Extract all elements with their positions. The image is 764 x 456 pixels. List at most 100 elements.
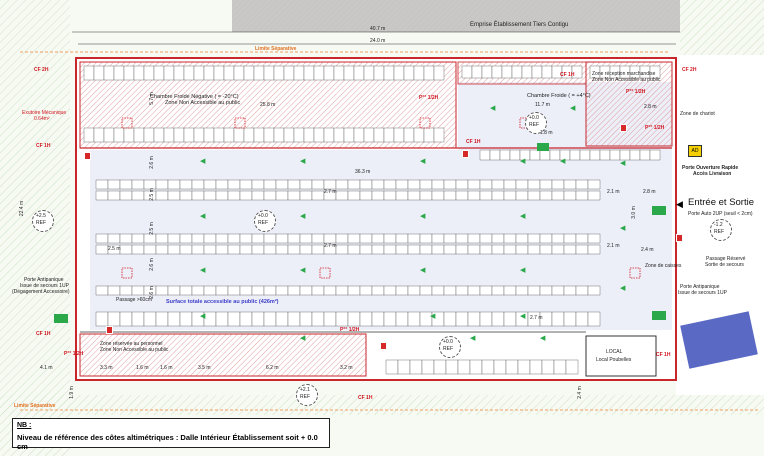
shelf-unit [155,190,169,201]
limite-separative-bottom: Limite Séparative [14,403,56,409]
cf1h-bottom: CF 1H [358,395,373,401]
shelf-unit [287,179,301,190]
shelf-unit [287,190,301,201]
pcf-1: P°° 1/2H [419,95,439,101]
flow-arrow-icon: ◀ [620,285,626,292]
pcf-4: P°° 1/2H [340,327,360,333]
shelf-unit [323,285,337,296]
shelf-unit [563,285,577,296]
shelf-unit [563,311,577,327]
shelf-unit [143,233,157,244]
porte-rapide-label: Porte Ouverture Rapide [682,165,739,171]
shelf-unit [215,311,229,327]
flow-arrow-icon: ◀ [470,335,476,342]
shelf-unit [515,233,529,244]
cold-rack [193,65,205,81]
shelf-unit [457,359,471,375]
zone-personnel-label: Zone réservée au personnel [100,341,163,347]
shelf-unit [431,233,445,244]
cold-rack [343,127,355,143]
entree-sortie-label: Entrée et Sortie [688,197,755,208]
shelf-unit [227,190,241,201]
flow-arrow-icon: ◀ [520,158,526,165]
ref-bottom-tag: REF [443,346,453,352]
shelf-unit [395,285,409,296]
acces-livraison-label: Accès Livraison [693,171,732,177]
shelf-unit [179,311,193,327]
cold-rack [353,127,365,143]
cold-rack [233,127,245,143]
local-poubelles-label: Local Poubelles [596,357,632,363]
shelf-unit [275,190,289,201]
cold-rack [571,65,583,79]
shelf-unit [467,233,481,244]
dim-11-7: 11.7 m [535,102,550,108]
ref-left-value: +2.5 [36,213,46,219]
shelf-unit [119,311,133,327]
cold-rack [313,65,325,81]
shelf-unit [491,233,505,244]
shelf-unit [359,311,373,327]
shelf-unit [553,359,567,375]
shelf-unit [515,244,529,255]
cold-rack [103,65,115,81]
cold-rack [283,127,295,143]
shelf-unit [215,244,229,255]
shelf-unit [563,233,577,244]
shelf-unit [95,190,109,201]
ad-sign-icon: AD [688,145,702,157]
shelf-unit [95,311,109,327]
shelf-unit [311,244,325,255]
flow-arrow-icon: ◀ [200,158,206,165]
shelf-unit [575,179,589,190]
shelf-unit [95,233,109,244]
shelf-unit [407,190,421,201]
shelf-unit [239,233,253,244]
shelf-unit [155,233,169,244]
shelf-unit [155,244,169,255]
shelf-unit [467,179,481,190]
cold-rack [163,127,175,143]
cold-rack [481,65,493,79]
dim-3-5: 3.5 m [198,365,211,371]
shelf-unit [443,179,457,190]
flow-arrow-icon: ◀ [420,213,426,220]
shelf-unit [359,285,373,296]
shelf-unit [287,285,301,296]
shelf-unit [263,190,277,201]
cold-rack [433,127,445,143]
shelf-unit [527,179,541,190]
shelf-unit [335,233,349,244]
cold-rack [363,127,375,143]
cf1h-right: CF 1H [656,352,671,358]
shelf-unit [455,233,469,244]
cold-rack [649,65,661,79]
shelf-unit [527,285,541,296]
ref-top-tag: REF [529,122,539,128]
shelf-unit [215,190,229,201]
shelf-unit [347,179,361,190]
flow-arrow-icon: ◀ [430,313,436,320]
shelf-unit [95,285,109,296]
cold-rack [223,65,235,81]
flow-arrow-icon: ◀ [620,160,626,167]
shelf-unit [251,311,265,327]
shelf-unit [287,244,301,255]
extinguisher-icon [106,326,113,334]
shelf-unit [515,285,529,296]
shelf-unit [395,311,409,327]
ref-left-tag: REF [36,220,46,226]
shelf-unit [467,244,481,255]
local-label: LOCAL [606,349,623,355]
dim-25-8: 25.8 m [260,102,276,108]
nb-note: NB : Niveau de référence des côtes altim… [12,418,330,451]
shelf-unit [335,285,349,296]
shelf-unit [179,244,193,255]
cold-rack [133,127,145,143]
shelf-unit [467,311,481,327]
shelf-unit [551,233,565,244]
ref-right-value: -1.2 [714,222,723,228]
shelf-unit [203,311,217,327]
shelf-unit [503,244,517,255]
